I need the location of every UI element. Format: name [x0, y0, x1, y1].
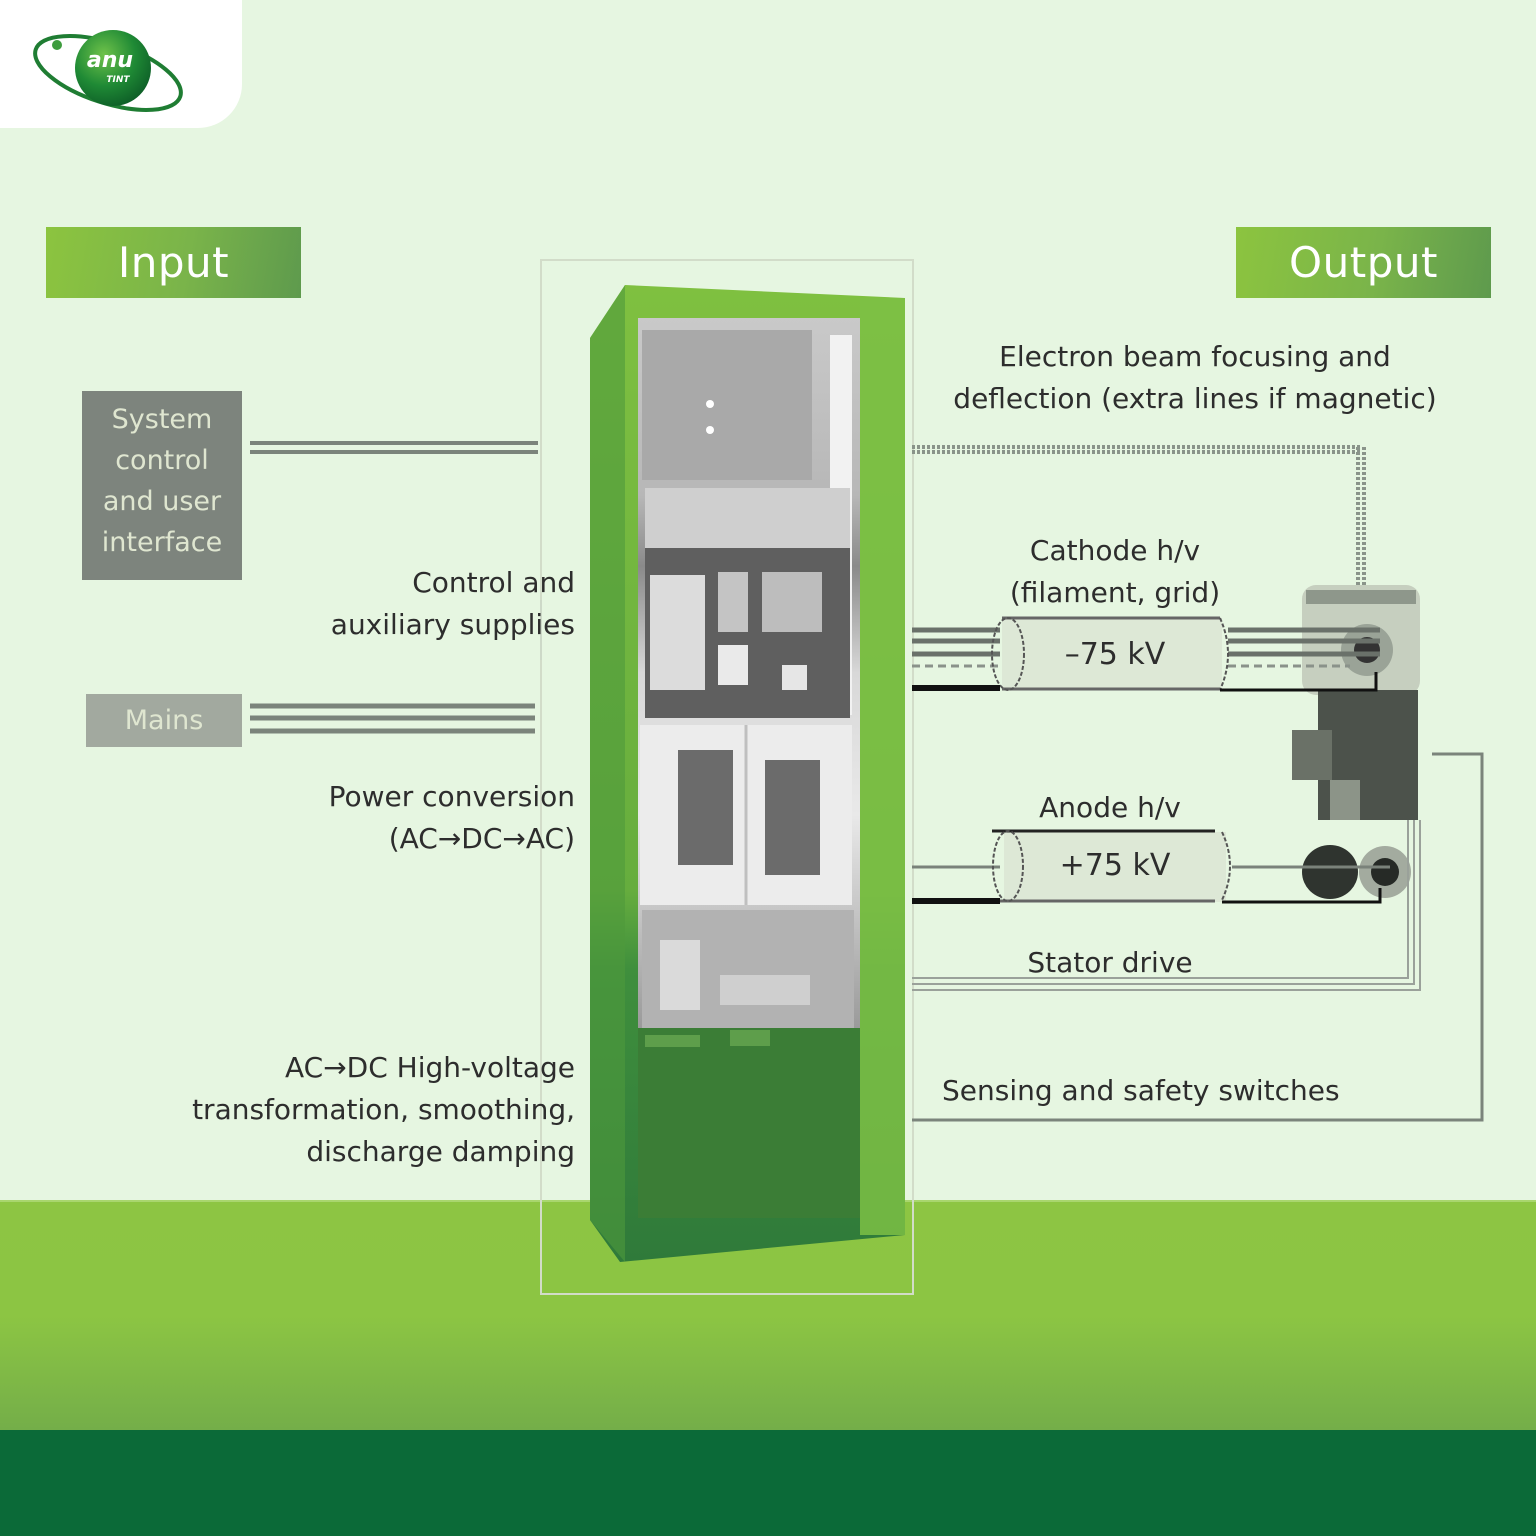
label-line: Electron beam focusing and	[999, 340, 1391, 373]
label-line: (filament, grid)	[1009, 576, 1221, 609]
anode-voltage: +75 kV	[1059, 848, 1171, 883]
label-line: Cathode h/v	[1029, 534, 1201, 567]
label-line: auxiliary supplies	[330, 608, 575, 641]
label-line: deflection (extra lines if magnetic)	[953, 382, 1437, 415]
sensing-safety-lines	[912, 752, 1484, 1122]
anode-cable	[912, 829, 1390, 904]
label-line: discharge damping	[306, 1135, 575, 1168]
label-line: AC→DC High-voltage	[284, 1051, 575, 1084]
sensing-safety-label: Sensing and safety switches	[942, 1074, 1340, 1107]
label-line: (AC→DC→AC)	[388, 822, 575, 855]
cathode-label: Cathode h/v (filament, grid)	[990, 530, 1240, 614]
input-header: Input	[46, 227, 301, 298]
label-line: transformation, smoothing,	[192, 1093, 575, 1126]
stator-drive-lines	[912, 820, 1421, 991]
label-line: Control and	[412, 566, 575, 599]
cabinet-frame	[540, 259, 914, 1295]
power-conversion-label: Power conversion (AC→DC→AC)	[280, 776, 575, 860]
system-control-lines	[250, 441, 538, 454]
logo-area: anu TINT	[0, 0, 242, 128]
cathode-cable	[912, 616, 1380, 692]
globe-orbit-icon: anu TINT	[33, 30, 183, 112]
mains-box: Mains	[86, 694, 242, 747]
logo-text: anu	[87, 48, 133, 73]
mains-lines	[250, 703, 535, 734]
system-control-box: System control and user interface	[82, 391, 242, 580]
output-header: Output	[1236, 227, 1491, 298]
high-voltage-label: AC→DC High-voltage transformation, smoot…	[150, 1047, 575, 1173]
system-control-line: control	[115, 445, 209, 476]
system-control-line: System	[111, 404, 213, 435]
stator-drive-label: Stator drive	[1027, 946, 1193, 979]
electron-beam-line	[912, 445, 1366, 588]
control-supplies-label: Control and auxiliary supplies	[290, 562, 575, 646]
label-line: Power conversion	[328, 780, 575, 813]
anode-label: Anode h/v	[1039, 791, 1181, 824]
cabinet-icon	[590, 285, 905, 1262]
electron-beam-label: Electron beam focusing and deflection (e…	[930, 336, 1460, 420]
logo-subtext: TINT	[106, 75, 130, 85]
system-control-line: and user	[102, 486, 222, 517]
cathode-voltage: –75 kV	[1064, 637, 1166, 672]
system-control-line: interface	[101, 527, 223, 558]
footer-band-dark	[0, 1430, 1536, 1536]
